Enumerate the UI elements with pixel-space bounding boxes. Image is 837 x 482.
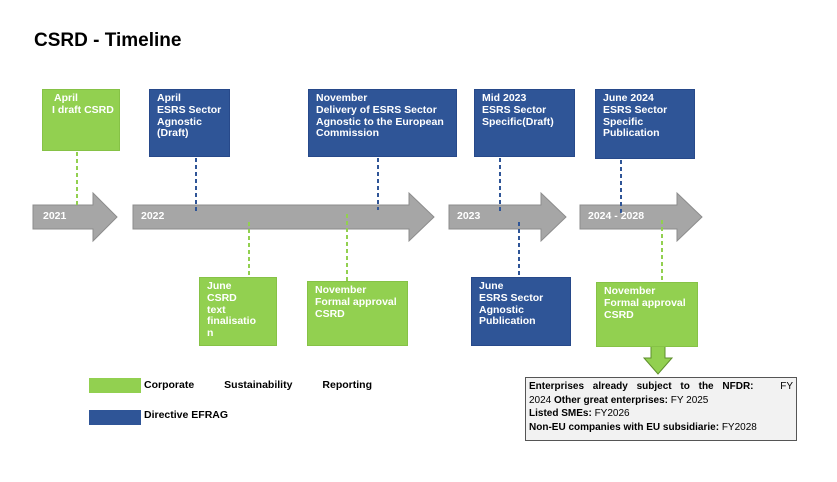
milestone-line: April <box>157 92 181 104</box>
milestone-april-draft-csrd: April I draft CSRD <box>42 89 120 151</box>
milestone-line: ESRS Sector <box>157 103 222 116</box>
year-arrow-2024-2028 <box>579 191 703 243</box>
milestone-line: Agnostic <box>157 115 202 128</box>
milestone-line: Publication <box>479 315 536 328</box>
milestone-june-csrd-text-finalisation: June CSRD text finalisatio n <box>199 277 277 346</box>
milestone-line: CSRD <box>604 308 634 321</box>
legend-word: Corporate <box>144 379 195 391</box>
note-bold-text: Non-EU companies with EU subsidiarie: <box>529 421 720 433</box>
legend-swatch-green <box>89 378 141 393</box>
milestone-line: Commission <box>316 127 380 140</box>
milestone-line: finalisatio <box>207 315 257 328</box>
milestone-line: Agnostic <box>479 303 524 316</box>
legend-label-csrd: Corporate Sustainability Reporting <box>144 379 372 391</box>
milestone-line: Delivery of ESRS Sector <box>316 103 437 116</box>
milestone-line: Mid 2023 <box>482 92 527 104</box>
milestone-line: Formal approval <box>604 296 686 309</box>
milestone-line: June <box>479 280 504 292</box>
milestone-line: n <box>207 327 214 339</box>
milestone-line: ESRS Sector <box>603 103 668 116</box>
legend-word: Directive EFRAG <box>144 409 229 421</box>
milestone-justified-line: CSRD text <box>207 291 267 317</box>
legend-word: Reporting <box>322 379 372 391</box>
note-line-great-enterprises: 2024 Other great enterprises: FY 2025 <box>529 394 793 408</box>
milestone-line: Publication <box>603 127 660 140</box>
note-line-nfdr: Enterprises already subject to the NFDR:… <box>529 380 793 394</box>
milestone-line: April <box>54 92 78 104</box>
legend-swatch-blue <box>89 410 141 425</box>
milestone-line: June <box>207 280 232 292</box>
year-label-2023: 2023 <box>457 210 481 222</box>
milestone-line: Agnostic to the European <box>316 115 444 128</box>
note-text: FY <box>780 381 793 392</box>
milestone-november-delivery-esrs: November Delivery of ESRS Sector Agnosti… <box>308 89 457 157</box>
note-text: FY2028 <box>721 421 757 433</box>
milestone-line: Formal approval <box>315 295 397 308</box>
note-line-listed-smes: Listed SMEs: FY2026 <box>529 407 793 421</box>
note-line-non-eu: Non-EU companies with EU subsidiarie: FY… <box>529 421 793 435</box>
legend-label-efrag: Directive EFRAG <box>144 409 228 421</box>
page-title: CSRD - Timeline <box>34 30 182 51</box>
year-label-2021: 2021 <box>43 210 67 222</box>
note-text: FY2026 <box>594 408 630 419</box>
year-arrow-2022 <box>132 191 435 243</box>
milestone-april-esrs-agnostic-draft: April ESRS Sector Agnostic (Draft) <box>149 89 230 157</box>
milestone-line: I draft CSRD <box>52 103 114 116</box>
year-arrow-2023 <box>448 191 567 243</box>
milestone-november-formal-approval-csrd: November Formal approval CSRD <box>307 281 408 346</box>
milestone-line: ESRS Sector <box>479 291 544 304</box>
legend-word: Sustainability <box>224 379 293 391</box>
milestone-line: June 2024 <box>603 92 654 104</box>
application-dates-note: Enterprises already subject to the NFDR:… <box>525 377 797 441</box>
year-label-2022: 2022 <box>141 210 165 222</box>
note-bold-text: Enterprises already subject to the NFDR: <box>529 381 754 392</box>
milestone-line: CSRD text <box>207 291 237 316</box>
milestone-june-esrs-agnostic-publication: June ESRS Sector Agnostic Publication <box>471 277 571 346</box>
note-text: FY 2025 <box>670 394 709 406</box>
milestone-line: CSRD <box>315 307 345 320</box>
milestone-line: (Draft) <box>157 127 189 140</box>
milestone-line: Specific <box>603 115 644 128</box>
milestone-line: November <box>604 285 656 297</box>
milestone-mid-2023-esrs-specific-draft: Mid 2023 ESRS Sector Specific(Draft) <box>474 89 575 157</box>
year-label-2024-2028: 2024 - 2028 <box>588 210 645 222</box>
milestone-line: Specific(Draft) <box>482 115 554 128</box>
note-bold-text: Listed SMEs: <box>529 408 592 419</box>
milestone-june-2024-esrs-specific-publication: June 2024 ESRS Sector Specific Publicati… <box>595 89 695 159</box>
milestone-november-formal-approval-csrd-2: November Formal approval CSRD <box>596 282 698 347</box>
milestone-line: ESRS Sector <box>482 103 547 116</box>
milestone-line: November <box>315 284 367 296</box>
note-text: 2024 <box>529 394 552 406</box>
year-arrow-2021 <box>32 191 118 243</box>
note-bold-text: Other great enterprises: <box>554 394 668 406</box>
milestone-line: November <box>316 92 368 104</box>
